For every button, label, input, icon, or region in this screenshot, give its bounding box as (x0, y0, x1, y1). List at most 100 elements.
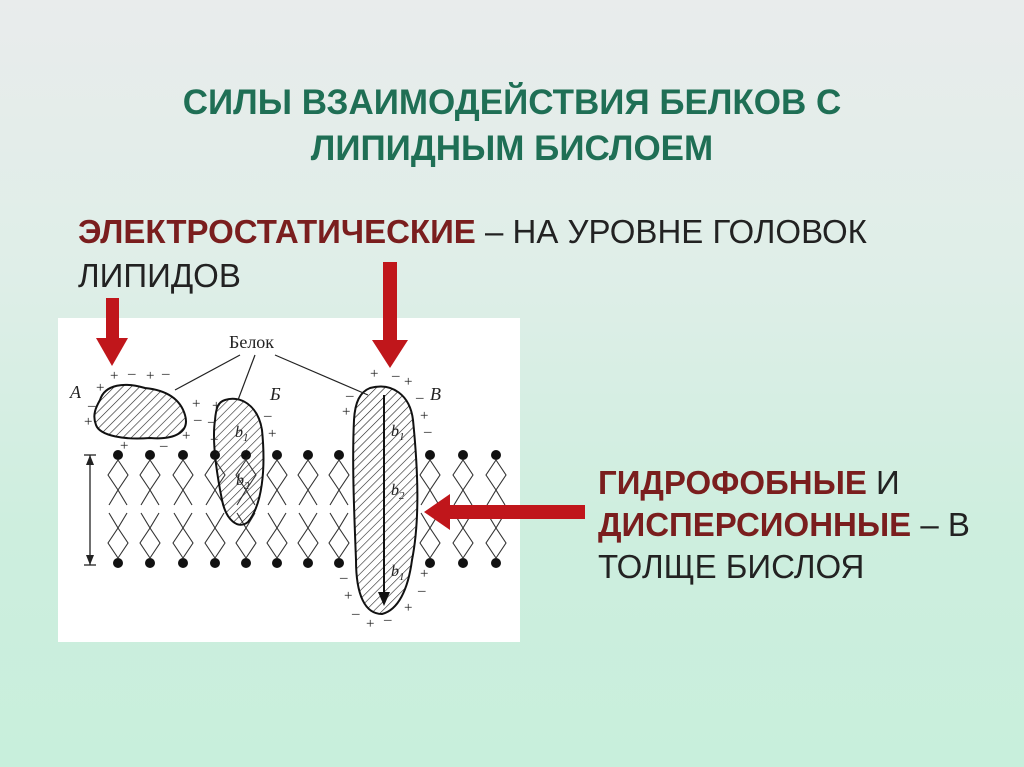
plus-charge: + (268, 426, 276, 442)
lipid-tail (485, 512, 497, 559)
lipid-tail (149, 512, 161, 559)
hydrophobic-desc: ТОЛЩЕ БИСЛОЯ (598, 548, 865, 585)
bilayer-thickness-marker (84, 454, 96, 566)
lipid-tail (495, 459, 507, 506)
lipid-tail (462, 512, 474, 559)
lipid-head (491, 558, 501, 568)
lipid-tail (307, 459, 319, 506)
lipid-tail (149, 459, 161, 506)
minus-charge: – (351, 606, 360, 622)
lipid-head (272, 558, 282, 568)
lipid-tail (338, 459, 350, 506)
minus-charge: – (263, 408, 272, 424)
lipid-head (458, 558, 468, 568)
lipid-head (303, 450, 313, 460)
minus-charge: – (87, 398, 96, 414)
protein-leader-lines (174, 354, 369, 401)
lipid-head (178, 450, 188, 460)
lipid-tail (117, 459, 129, 506)
lipid-heads-bottom (113, 558, 501, 568)
lipid-tail (328, 512, 340, 559)
label-v: В (430, 384, 441, 404)
lipid-tail (429, 459, 441, 506)
plus-charge: + (370, 366, 378, 382)
arrow-electrostatic-right (372, 262, 408, 368)
lipid-tail (107, 512, 119, 559)
minus-charge: – (193, 412, 202, 428)
plus-charge: + (342, 404, 350, 420)
plus-charge: + (366, 616, 374, 632)
lipid-tail (266, 459, 278, 506)
plus-charge: + (420, 566, 428, 582)
minus-charge: – (127, 366, 136, 382)
lipid-tail (172, 459, 184, 506)
lipid-tail (117, 512, 129, 559)
diagram-panel (58, 318, 520, 642)
lipid-head (303, 558, 313, 568)
electrostatic-text: ЭЛЕКТРОСТАТИЧЕСКИЕ – НА УРОВНЕ ГОЛОВОК Л… (78, 210, 867, 298)
plus-charge: + (84, 414, 92, 430)
lipid-tail (452, 459, 464, 506)
arrow-electrostatic-left (96, 298, 128, 366)
region-b-b2: b2 (236, 472, 250, 492)
charge-signs: +–+–+–++–++–+–+–++–+–+–+–+–+–+–+– (84, 366, 432, 632)
lipid-tail (276, 459, 288, 506)
minus-charge: – (161, 366, 170, 382)
plus-charge: + (210, 432, 218, 448)
protein-b (213, 397, 265, 526)
plus-charge: + (420, 408, 428, 424)
region-v-b1-top: b1 (391, 423, 405, 443)
plus-charge: + (146, 368, 154, 384)
electrostatic-term: ЭЛЕКТРОСТАТИЧЕСКИЕ (78, 213, 476, 250)
arrow-hydrophobic (424, 494, 585, 530)
lipid-tail (297, 459, 309, 506)
minus-charge: – (423, 424, 432, 440)
lipid-tail (419, 459, 431, 506)
lipid-head (491, 450, 501, 460)
lipid-tail (139, 459, 151, 506)
lipid-heads-top (113, 450, 501, 460)
lipid-head (145, 558, 155, 568)
plus-charge: + (182, 428, 190, 444)
hydrophobic-text: ГИДРОФОБНЫЕ И ДИСПЕРСИОННЫЕ – В ТОЛЩЕ БИ… (598, 462, 970, 588)
title-line-1: СИЛЫ ВЗАИМОДЕЙСТВИЯ БЕЛКОВ С (182, 83, 842, 122)
lipid-tail (204, 459, 216, 506)
minus-charge: – (417, 583, 426, 599)
lipid-tail (139, 512, 151, 559)
lipid-head (425, 450, 435, 460)
plus-charge: + (212, 398, 220, 414)
plus-charge: + (110, 368, 118, 384)
lipid-head (113, 558, 123, 568)
label-a: А (69, 382, 82, 402)
lipid-tail (182, 459, 194, 506)
region-b-b1: b1 (235, 424, 249, 444)
lipid-tail (485, 459, 497, 506)
lipid-head (334, 558, 344, 568)
lipid-head (145, 450, 155, 460)
minus-charge: – (339, 570, 348, 586)
lipid-head (210, 558, 220, 568)
lipid-head (425, 558, 435, 568)
label-b: Б (269, 384, 281, 404)
lipid-tail (172, 512, 184, 559)
region-v-b2: b2 (391, 482, 405, 502)
region-v-b1-bottom: b1 (391, 563, 405, 583)
hydrophobic-term: ГИДРОФОБНЫЕ (598, 464, 867, 501)
lipid-head (241, 558, 251, 568)
lipid-tail (297, 512, 309, 559)
plus-charge: + (404, 374, 412, 390)
protein-label: Белок (229, 332, 274, 352)
electrostatic-desc-line2: ЛИПИДОВ (78, 257, 241, 294)
minus-charge: – (345, 388, 354, 404)
lipid-tail (266, 512, 278, 559)
dash-in: – В (911, 506, 970, 543)
protein-a (93, 383, 187, 440)
lipid-head (458, 450, 468, 460)
lipid-tail (245, 512, 257, 559)
plus-charge: + (404, 600, 412, 616)
electrostatic-desc: – НА УРОВНЕ ГОЛОВОК (475, 213, 867, 250)
lipid-tail (462, 459, 474, 506)
minus-charge: – (207, 414, 216, 430)
plus-charge: + (192, 396, 200, 412)
